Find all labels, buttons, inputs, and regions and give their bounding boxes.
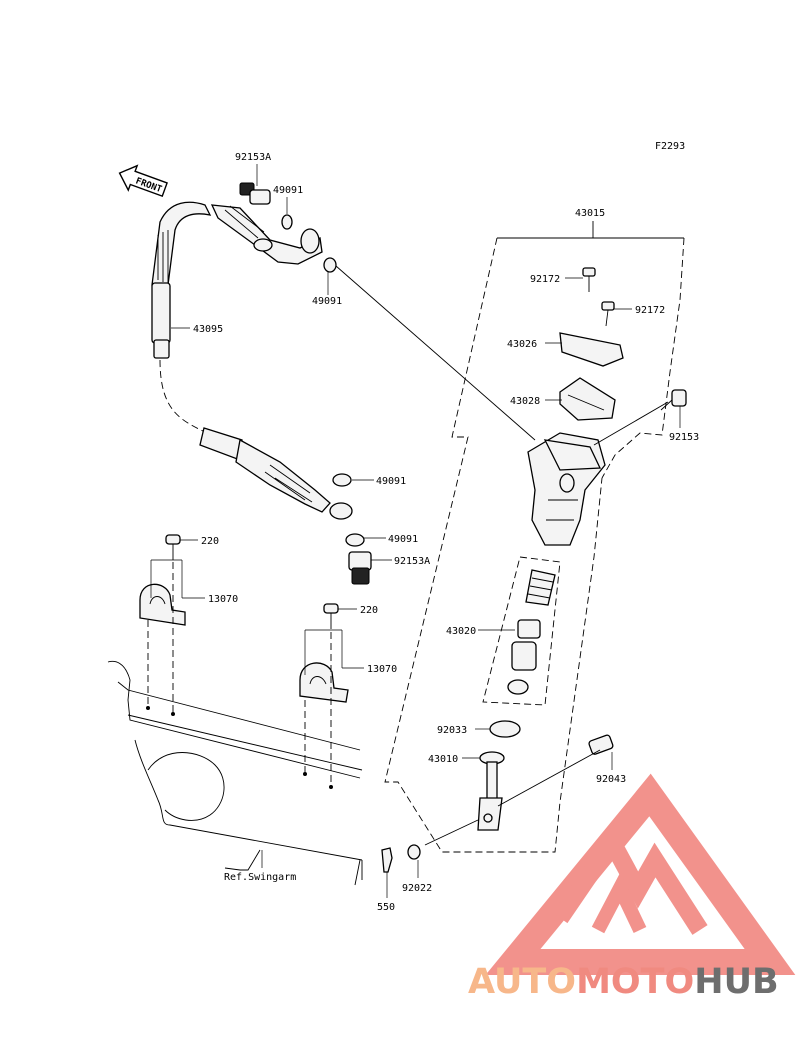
- label-92153A-top: 92153A: [235, 152, 271, 163]
- label-92043: 92043: [596, 774, 626, 785]
- screw-92172-b: [601, 301, 615, 327]
- clamp-13070-b: [299, 662, 349, 703]
- label-92172-a: 92172: [530, 274, 560, 285]
- banjo-bolt-top: [239, 182, 271, 205]
- watermark-logo: [485, 773, 796, 975]
- bolt-92153: [660, 389, 687, 411]
- label-ref-swingarm: Ref.Swingarm: [224, 872, 296, 883]
- label-13070-a: 13070: [208, 594, 238, 605]
- brand-auto: AUTO: [468, 962, 577, 1002]
- brand-moto: MOTO: [576, 962, 695, 1002]
- washer-49091-d: [345, 533, 365, 547]
- label-49091-b: 49091: [312, 296, 342, 307]
- label-43026: 43026: [507, 339, 537, 350]
- label-43028: 43028: [510, 396, 540, 407]
- label-13070-b: 13070: [367, 664, 397, 675]
- diaphragm-43028: [559, 377, 616, 421]
- figure-code: F2293: [655, 141, 685, 152]
- watermark-brand-text: AUTOMOTOHUB: [468, 962, 779, 1002]
- bolt-220-b: [323, 603, 339, 629]
- label-92022: 92022: [402, 883, 432, 894]
- bolt-hole-3: [303, 772, 307, 776]
- washer-49091-a: [281, 214, 293, 230]
- bolt-220-a: [165, 534, 181, 560]
- washer-92022: [407, 844, 421, 860]
- label-92033: 92033: [437, 725, 467, 736]
- bolt-hole-1: [146, 706, 150, 710]
- label-49091-a: 49091: [273, 185, 303, 196]
- label-220-b: 220: [360, 605, 378, 616]
- cotter-pin-550: [381, 847, 393, 873]
- label-43010: 43010: [428, 754, 458, 765]
- label-92153A-bottom: 92153A: [394, 556, 430, 567]
- push-rod-43010: [477, 751, 505, 831]
- label-49091-d: 49091: [388, 534, 418, 545]
- brand-hub: HUB: [694, 962, 779, 1002]
- bolt-hole-2: [171, 712, 175, 716]
- label-92153: 92153: [669, 432, 699, 443]
- label-43095: 43095: [193, 324, 223, 335]
- label-550: 550: [377, 902, 395, 913]
- front-arrow-icon: FRONT: [118, 164, 168, 197]
- swingarm-outline: [107, 660, 363, 886]
- piston-kit-43020: [507, 569, 556, 695]
- banjo-bolt-bottom: [348, 551, 372, 585]
- washer-49091-c: [332, 473, 352, 487]
- screw-92172-a: [582, 267, 596, 292]
- label-92172-b: 92172: [635, 305, 665, 316]
- washer-49091-b: [323, 257, 337, 273]
- clamp-13070-a: [139, 583, 186, 626]
- pin-92043: [588, 734, 614, 755]
- label-43015: 43015: [575, 208, 605, 219]
- circlip-92033: [489, 720, 521, 738]
- brake-hose: [151, 201, 353, 520]
- bolt-hole-4: [329, 785, 333, 789]
- master-cylinder: [527, 432, 606, 546]
- label-49091-c: 49091: [376, 476, 406, 487]
- reservoir-cap-43026: [559, 332, 624, 367]
- label-220-a: 220: [201, 536, 219, 547]
- label-43020: 43020: [446, 626, 476, 637]
